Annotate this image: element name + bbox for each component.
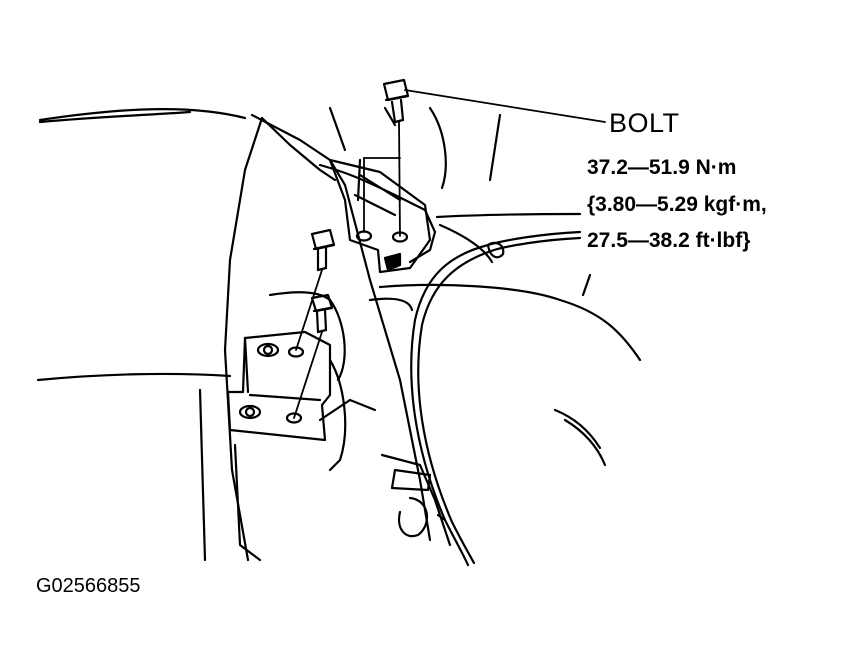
torque-spec-ftlbf: 27.5—38.2 ft·lbf} [587,229,751,252]
upper-hinge-bracket [328,158,432,274]
vehicle-body-outline [36,106,642,562]
torque-spec-kgfm: {3.80—5.29 kgf·m, [587,193,767,216]
bolt-callout-label: BOLT [609,108,680,138]
callout-leader-line [404,89,606,123]
bolt-lower [310,293,334,334]
cable [410,230,582,567]
torque-spec-nm: 37.2—51.9 N·m [587,156,737,179]
bolt-top [382,78,410,124]
installation-guide-lines [293,121,401,419]
bolt-middle [310,228,336,272]
figure-code: G02566855 [36,575,141,597]
lower-hinge-bracket [226,330,332,442]
